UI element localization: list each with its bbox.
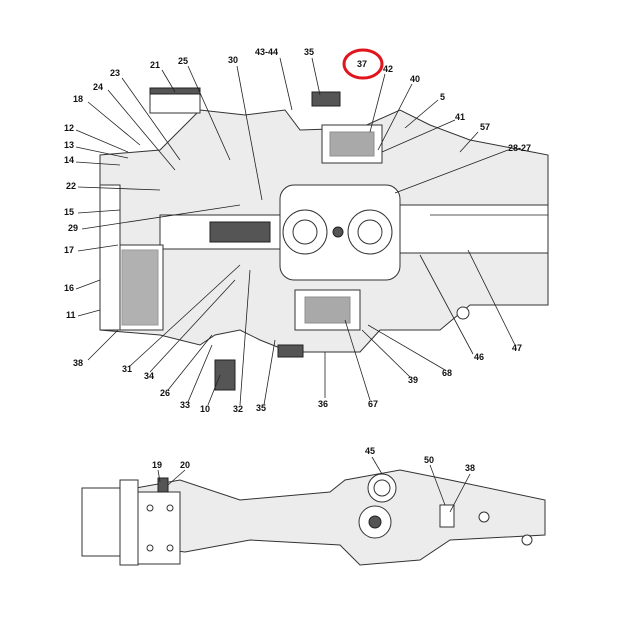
callout-24: 24 [93, 82, 103, 92]
axle-shaft-tube [389, 204, 549, 254]
hub-left [81, 487, 125, 557]
callout-21: 21 [150, 60, 160, 70]
flange-hub [368, 515, 382, 529]
leader-38 [449, 473, 471, 513]
callout-34: 34 [144, 371, 154, 381]
callout-23: 23 [110, 68, 120, 78]
bolt-3 [146, 544, 154, 552]
callout-38-lower: 38 [465, 463, 475, 473]
callout-12: 12 [64, 123, 74, 133]
callout-31: 31 [122, 364, 132, 374]
callout-15: 15 [64, 207, 74, 217]
end-cover [99, 184, 121, 331]
callout-35-lower: 35 [256, 403, 266, 413]
callout-26: 26 [160, 388, 170, 398]
callout-39: 39 [408, 375, 418, 385]
callout-43-44: 43-44 [255, 47, 278, 57]
brake-discs [121, 249, 159, 326]
callout-57: 57 [480, 122, 490, 132]
lower-bearing [304, 296, 351, 324]
callout-25: 25 [178, 56, 188, 66]
callout-42: 42 [383, 64, 393, 74]
callout-32: 32 [233, 404, 243, 414]
bolt-bottom [277, 344, 304, 358]
callout-67: 67 [368, 399, 378, 409]
callout-35: 35 [304, 47, 314, 57]
callout-36: 36 [318, 399, 328, 409]
callout-11: 11 [66, 310, 76, 320]
callout-20: 20 [180, 460, 190, 470]
leader-45 [371, 456, 383, 475]
callout-22: 22 [66, 181, 76, 191]
plug [456, 306, 470, 320]
callout-45: 45 [365, 446, 375, 456]
axle-body [124, 469, 546, 566]
callout-28-27: 28-27 [508, 143, 531, 153]
gear-teeth [149, 87, 201, 95]
callout-16: 16 [64, 283, 74, 293]
hub-mount [119, 479, 139, 566]
bolt-1 [146, 504, 154, 512]
callout-13: 13 [64, 140, 74, 150]
callout-10: 10 [200, 404, 210, 414]
side-gear-left-hub [292, 219, 318, 245]
leader-lines [75, 57, 516, 406]
callout-33: 33 [180, 400, 190, 410]
cross-pin [332, 226, 344, 238]
callout-18: 18 [73, 94, 83, 104]
leader-20 [167, 469, 186, 486]
bolt-4 [166, 544, 174, 552]
side-gear-right-hub [357, 219, 383, 245]
callout-5: 5 [440, 92, 445, 102]
callout-47: 47 [512, 343, 522, 353]
callout-37: 37 [357, 59, 367, 69]
callout-14: 14 [64, 155, 74, 165]
leader-50 [429, 464, 446, 506]
upper-bearing [329, 131, 375, 157]
filler-cap-inner [373, 479, 391, 497]
callout-29: 29 [68, 223, 78, 233]
bolt-2 [166, 504, 174, 512]
callout-40: 40 [410, 74, 420, 84]
upper-callouts: 21 25 30 43-44 35 37 42 40 5 41 57 28-27… [64, 47, 531, 414]
callout-41: 41 [455, 112, 465, 122]
bolt-top [311, 91, 341, 107]
upper-cutaway-view: 21 25 30 43-44 35 37 42 40 5 41 57 28-27… [64, 47, 549, 414]
plug-end [521, 534, 533, 546]
callout-30: 30 [228, 55, 238, 65]
lower-overview: 19 20 45 50 38 [81, 446, 546, 566]
highlight-circle [342, 48, 384, 80]
callout-50: 50 [424, 455, 434, 465]
callout-17: 17 [64, 245, 74, 255]
callout-68: 68 [442, 368, 452, 378]
callout-46: 46 [474, 352, 484, 362]
callout-19: 19 [152, 460, 162, 470]
brake-housing [137, 491, 181, 565]
fitting [214, 359, 236, 391]
plug-right [478, 511, 490, 523]
shaft-spline [209, 221, 271, 243]
leader-19 [157, 469, 161, 483]
callout-38: 38 [73, 358, 83, 368]
